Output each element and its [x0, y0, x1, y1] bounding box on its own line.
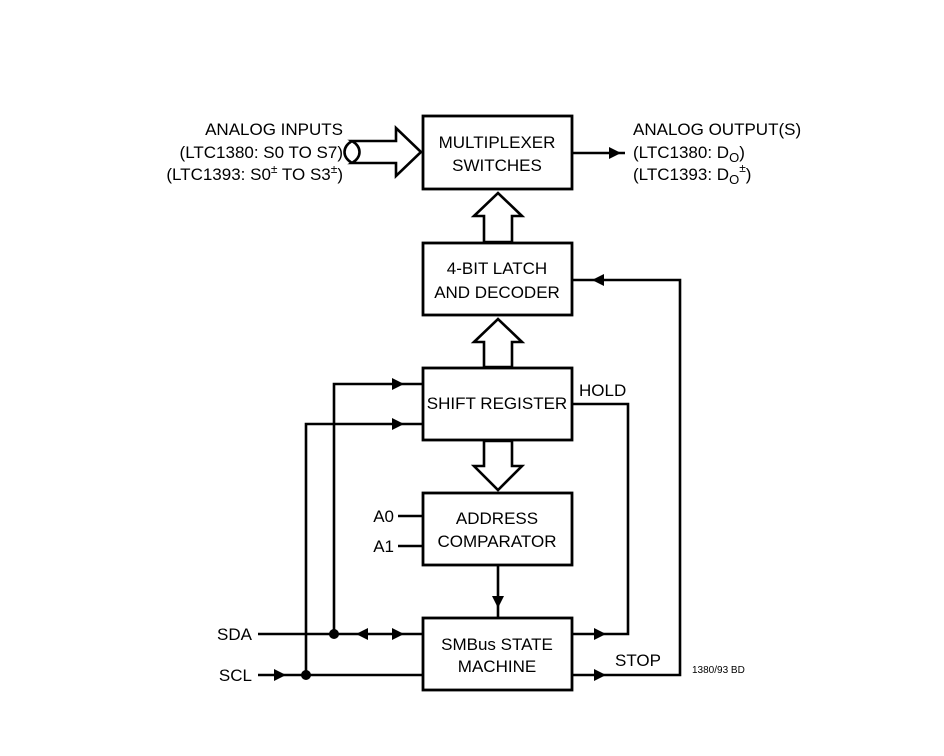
stop-wire — [572, 278, 682, 677]
scl-label: SCL — [219, 666, 252, 685]
mux-label-2: SWITCHES — [452, 156, 542, 175]
latch-label-2: AND DECODER — [434, 283, 560, 302]
outputs-line-1: ANALOG OUTPUT(S) — [633, 120, 801, 139]
shift-to-latch-bus-arrow — [470, 317, 526, 369]
scl-junction-dot — [301, 670, 311, 680]
smbus-state-machine-block: SMBus STATE MACHINE — [421, 616, 574, 692]
sda-right-arrowhead — [392, 628, 404, 640]
figure-id-label: 1380/93 BD — [692, 665, 745, 676]
a1-label: A1 — [373, 537, 394, 556]
addr-label-2: COMPARATOR — [437, 532, 556, 551]
shift-in-arrowhead-1 — [392, 378, 404, 390]
shift-register-block: SHIFT REGISTER — [421, 366, 574, 442]
inputs-line-1: ANALOG INPUTS — [205, 120, 343, 139]
analog-output-label: ANALOG OUTPUT(S) (LTC1380: DO) (LTC1393:… — [633, 120, 801, 187]
addr-label-1: ADDRESS — [456, 509, 538, 528]
address-comparator-block: ADDRESS COMPARATOR — [421, 491, 574, 567]
hold-out-arrowhead — [594, 628, 606, 640]
latch-to-mux-bus-arrow — [470, 191, 526, 244]
stop-label: STOP — [615, 651, 661, 670]
a0-label: A0 — [373, 507, 394, 526]
outputs-line-2: (LTC1380: DO) — [633, 143, 745, 165]
signal-labels: HOLD STOP A0 A1 SDA SCL 1380/93 BD — [217, 381, 745, 685]
multiplexer-block: MULTIPLEXER SWITCHES — [421, 114, 574, 191]
mux-label-1: MULTIPLEXER — [439, 133, 556, 152]
scl-to-shift-wire — [304, 422, 423, 675]
output-arrowhead — [609, 147, 621, 159]
shift-label: SHIFT REGISTER — [427, 394, 567, 413]
analog-input-bus-tail — [343, 139, 353, 165]
smbus-label-1: SMBus STATE — [441, 635, 553, 654]
analog-inputs-label: ANALOG INPUTS (LTC1380: S0 TO S7) (LTC13… — [166, 120, 343, 184]
smbus-label-2: MACHINE — [458, 657, 536, 676]
bus-arrows — [343, 124, 526, 492]
addr-down-arrowhead — [492, 596, 504, 608]
latch-label-1: 4-BIT LATCH — [447, 259, 547, 278]
shift-in-arrowhead-2 — [392, 418, 404, 430]
sda-left-arrowhead — [356, 628, 368, 640]
hold-wire — [572, 402, 630, 636]
shift-to-addr-bus-arrow — [470, 439, 526, 492]
sda-label: SDA — [217, 625, 253, 644]
stop-out-arrowhead — [594, 669, 606, 681]
analog-input-bus-arrow — [347, 124, 423, 180]
inputs-line-2: (LTC1380: S0 TO S7) — [180, 143, 343, 162]
arrowheads — [274, 147, 621, 681]
hold-label: HOLD — [579, 381, 626, 400]
sda-junction-dot — [329, 629, 339, 639]
inputs-line-3: (LTC1393: S0± TO S3±) — [166, 162, 343, 184]
outputs-line-3: (LTC1393: DO±) — [633, 161, 751, 187]
scl-in-arrowhead — [274, 669, 286, 681]
latch-decoder-block: 4-BIT LATCH AND DECODER — [421, 241, 574, 317]
latch-in-arrowhead — [592, 274, 604, 286]
